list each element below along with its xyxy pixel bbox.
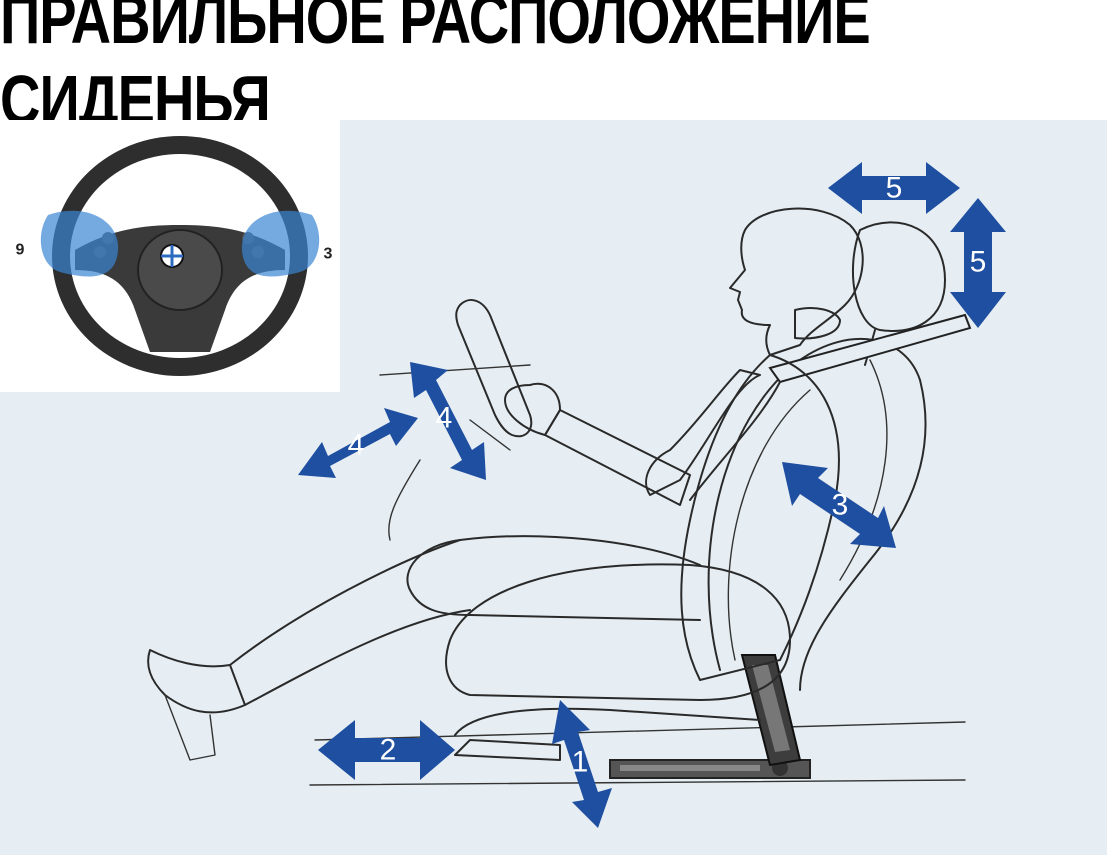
driver-head — [729, 207, 864, 356]
arrow-label-wheel-depth: 4 — [348, 429, 365, 462]
arrow-seat-slide: 2 — [318, 720, 455, 780]
brand-logo-quadrants — [161, 245, 183, 267]
wheel-hub — [137, 229, 223, 311]
left-hand-zone — [40, 210, 119, 277]
arrow-label-headrest-fore-aft: 5 — [886, 172, 903, 205]
recline-mechanism — [740, 654, 802, 767]
neck-pad — [794, 307, 841, 340]
steering-wheel-inset: 9 3 — [0, 120, 340, 392]
arrow-wheel-tilt: 4 — [410, 362, 486, 480]
page-title: ПРАВИЛЬНОЕ РАСПОЛОЖЕНИЕ СИДЕНЬЯ — [0, 0, 871, 139]
diagram-svg: 1 2 3 4 4 5 5 — [0, 120, 1107, 855]
arrow-headrest-height: 5 — [950, 198, 1006, 328]
driver-lower-leg — [147, 539, 471, 761]
arrow-wheel-depth: 4 — [298, 408, 418, 478]
driver-arm — [504, 369, 761, 506]
diagram-scene: 1 2 3 4 4 5 5 — [0, 120, 1107, 855]
arrow-label-seat-slide: 2 — [380, 734, 397, 767]
steering-wheel-side — [379, 299, 533, 541]
arrow-label-wheel-tilt: 4 — [436, 402, 453, 435]
left-hand-label: 9 — [16, 242, 25, 259]
driver-thigh — [406, 535, 701, 621]
seat-back — [707, 338, 927, 691]
seat-cushion — [445, 563, 791, 761]
arrow-label-seat-height: 1 — [572, 746, 589, 779]
seat-rail — [609, 759, 811, 779]
driver-torso — [680, 354, 840, 681]
right-hand-zone — [241, 210, 320, 277]
arrow-backrest: 3 — [782, 462, 896, 548]
right-hand-label: 3 — [324, 246, 333, 263]
seat-belt — [689, 313, 972, 501]
arrow-headrest-fore-aft: 5 — [828, 162, 960, 214]
arrow-label-backrest: 3 — [832, 489, 849, 522]
arrow-seat-height: 1 — [552, 700, 612, 828]
arrow-label-headrest-height: 5 — [970, 246, 987, 279]
